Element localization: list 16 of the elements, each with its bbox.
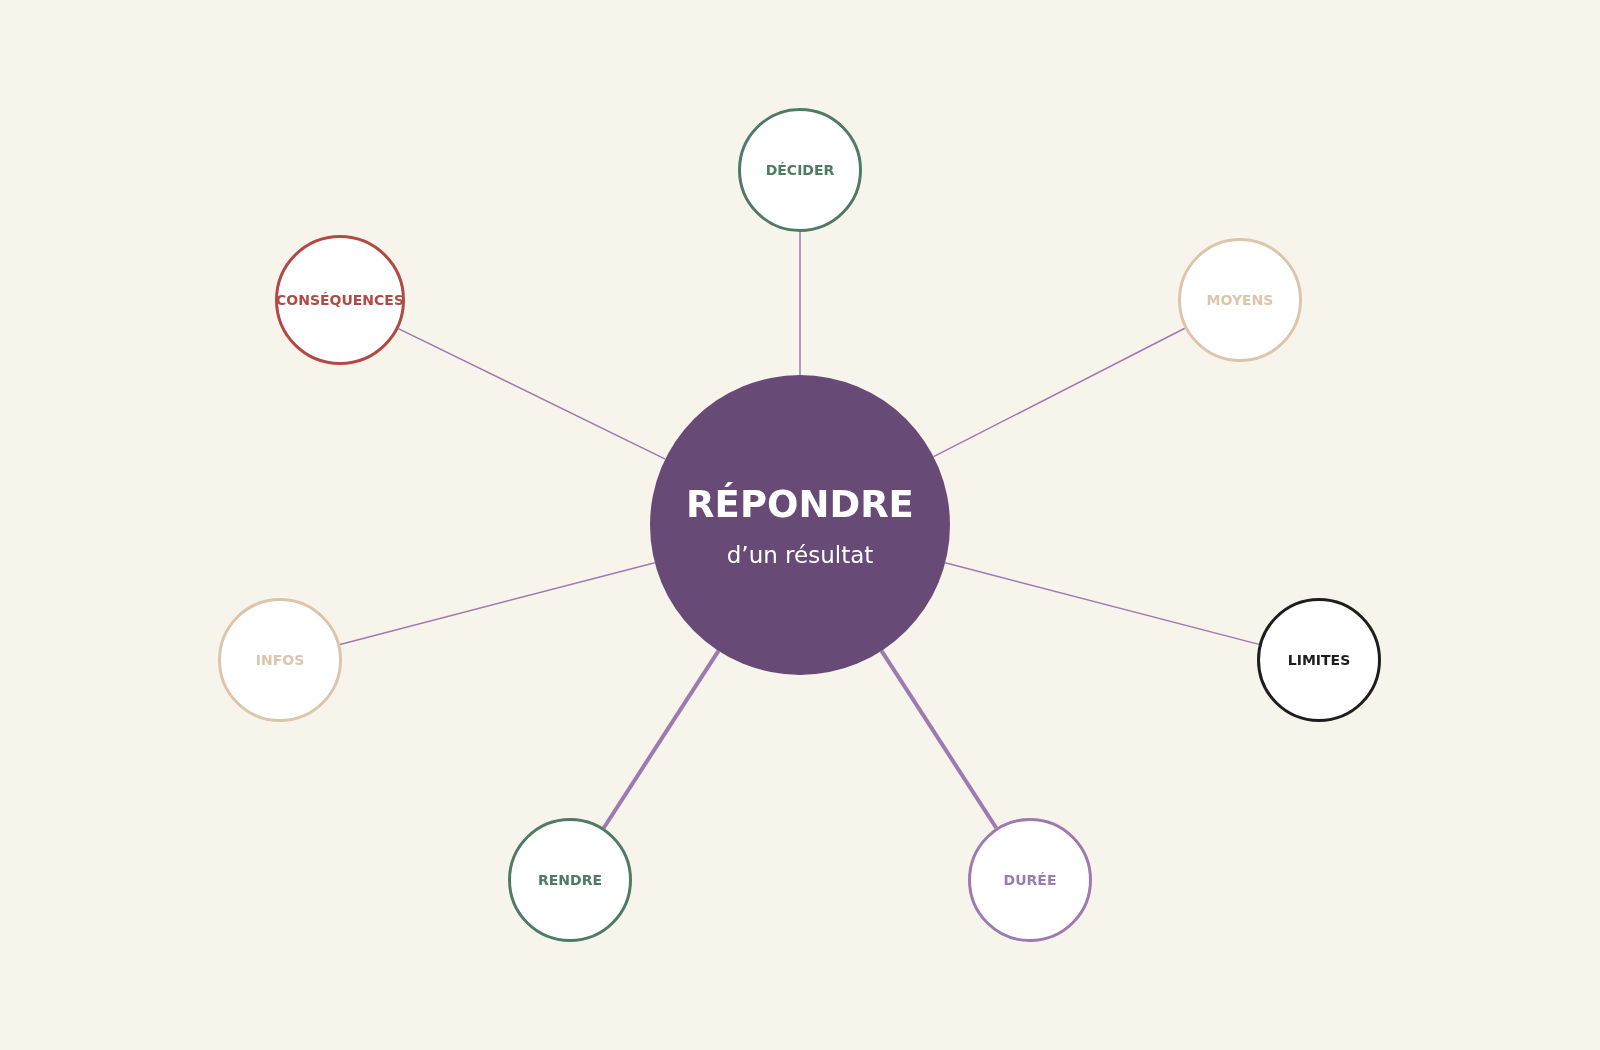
- connector-line: [602, 649, 721, 830]
- topic-label: MOYENS: [1206, 292, 1274, 308]
- connector-line: [932, 327, 1186, 458]
- connector-line: [799, 231, 801, 376]
- connector-line: [397, 327, 666, 460]
- connector-line: [339, 561, 656, 646]
- topic-label: DURÉE: [1003, 872, 1057, 888]
- topic-label: LIMITES: [1287, 652, 1351, 668]
- central-subtitle: d’un résultat: [726, 541, 874, 568]
- central-title: RÉPONDRE: [686, 482, 914, 526]
- connector-line: [944, 562, 1260, 646]
- topic-label: DÉCIDER: [765, 162, 835, 178]
- topic-label: RENDRE: [538, 872, 602, 888]
- connector-line: [879, 649, 998, 830]
- topic-label: CONSÉQUENCES: [276, 292, 404, 308]
- topic-label: INFOS: [255, 652, 305, 668]
